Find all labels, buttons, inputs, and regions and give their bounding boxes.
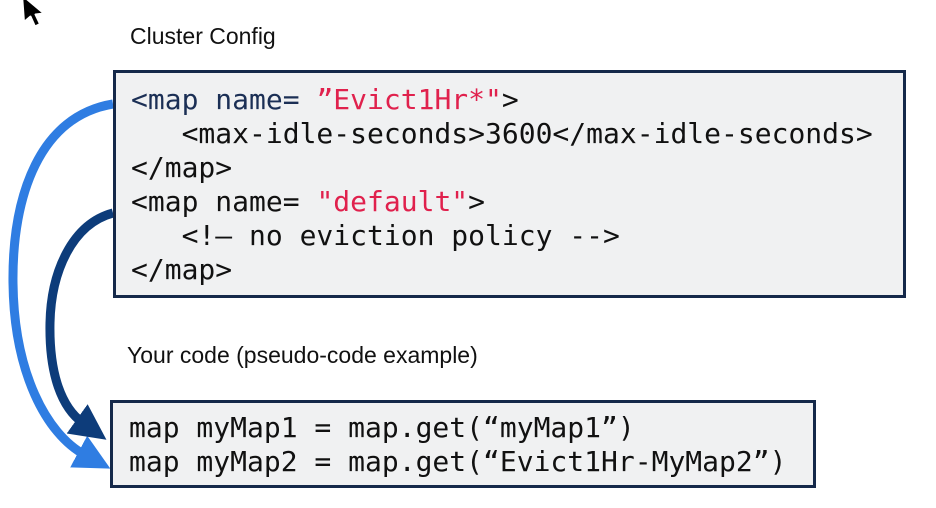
code-line: <map name= ”Evict1Hr*"> <box>131 83 519 116</box>
code-line: <map name= "default"> <box>131 185 486 218</box>
arrow-evict1hr-to-mymap2 <box>8 99 114 469</box>
code-line: <!– no eviction policy --> <box>131 219 620 252</box>
cluster-config-code-box: <map name= ”Evict1Hr*"> <max-idle-second… <box>113 70 906 298</box>
your-code-title: Your code (pseudo-code example) <box>127 342 478 368</box>
code-line: map myMap2 = map.get(“Evict1Hr-MyMap2”) <box>129 445 787 478</box>
code-line: </map> <box>131 253 233 286</box>
user-code-box: map myMap1 = map.get(“myMap1”)map myMap2… <box>110 400 816 488</box>
cluster-config-title: Cluster Config <box>130 23 276 49</box>
code-line: <max-idle-seconds>3600</max-idle-seconds… <box>131 117 873 150</box>
arrow-default-to-mymap1 <box>45 208 115 440</box>
code-line: map myMap1 = map.get(“myMap1”) <box>129 411 635 444</box>
mouse-cursor-icon <box>16 0 50 40</box>
code-line: </map> <box>131 151 233 184</box>
